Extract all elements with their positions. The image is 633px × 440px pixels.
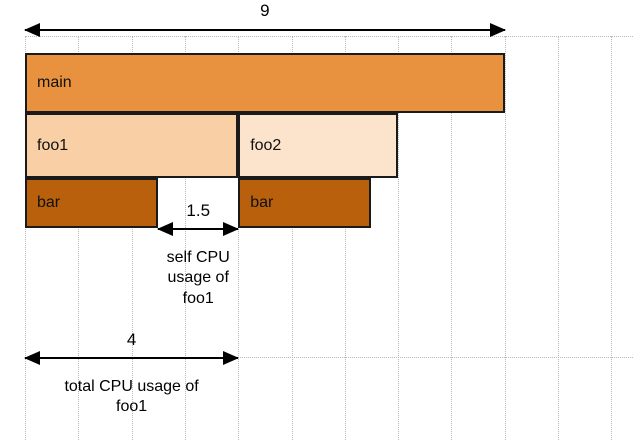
flame-frame-foo2-2[interactable]: foo2 [238,113,399,178]
flame-frame-bar-4[interactable]: bar [238,178,372,228]
grid-baseline-0 [25,36,633,37]
grid-line-0 [25,36,26,440]
flame-frame-label: foo2 [250,136,282,154]
total-cpu-caption: total CPU usage of foo1 [64,378,199,416]
flame-frame-main-0[interactable]: main [25,53,505,113]
arrow-shaft [158,228,239,230]
arrow-head-right-icon [489,23,506,37]
self-cpu-caption: self CPU usage of foo1 [166,249,230,307]
flame-frame-bar-3[interactable]: bar [25,178,159,228]
arrow-head-left-icon [157,222,174,236]
flame-frame-label: bar [250,194,274,211]
grid-line-8 [451,36,453,440]
grid-line-11 [611,36,613,440]
arrow-head-left-icon [24,23,40,37]
flame-frame-label: main [37,74,72,91]
measure-value-self-cpu: 1.5 [186,201,211,220]
grid-line-9 [504,36,506,440]
measure-value-total-cpu: 4 [126,330,137,349]
flame-frame-label: foo1 [37,136,69,154]
flame-frame-foo1-1[interactable]: foo1 [25,113,239,178]
measure-value-total-width: 9 [260,1,270,20]
grid-line-5 [291,36,293,440]
arrow-head-right-icon [223,222,240,236]
grid-line-6 [344,36,346,440]
arrow-head-left-icon [24,351,40,365]
grid-line-10 [558,36,559,440]
flame-frame-label: bar [37,194,61,211]
arrow-shaft [25,29,505,31]
arrow-shaft [25,357,239,359]
grid-line-4 [238,36,240,440]
arrow-head-right-icon [223,351,240,365]
grid-line-1 [78,36,80,440]
grid-line-7 [398,36,400,440]
grid-line-2 [131,36,133,440]
grid-baseline-1 [25,357,633,358]
grid-line-3 [184,36,186,440]
